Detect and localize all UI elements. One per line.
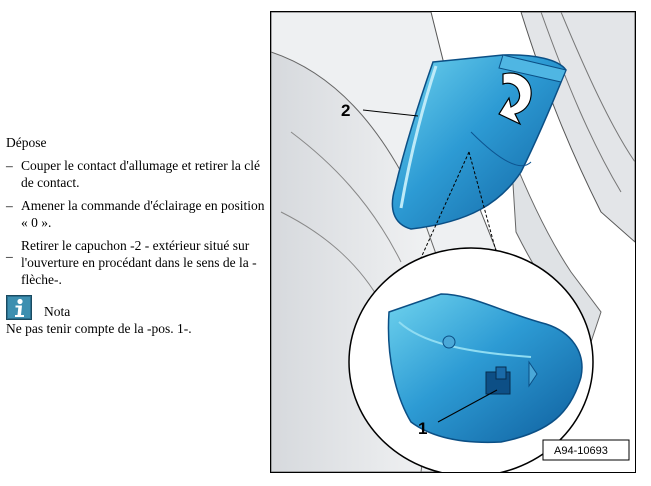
step-text: Amener la commande d'éclairage en positi… <box>21 198 265 230</box>
step-text: Couper le contact d'allumage et retirer … <box>21 158 260 190</box>
step-item: – Amener la commande d'éclairage en posi… <box>6 197 268 231</box>
callout-1: 1 <box>418 389 498 438</box>
reference-box: A94-10693 <box>542 439 630 461</box>
step-item: – Couper le contact d'allumage et retire… <box>6 157 268 191</box>
callout-1-label: 1 <box>418 419 427 438</box>
reference-code: A94-10693 <box>554 445 608 457</box>
callout-2: 2 <box>341 101 419 120</box>
technical-figure: 2 1 A94-10693 <box>270 11 636 473</box>
step-text: Retirer le capuchon -2 - extérieur situé… <box>21 238 257 287</box>
step-dash: _ <box>6 244 13 259</box>
info-icon <box>6 295 32 320</box>
note-label: Nota <box>44 304 71 319</box>
detail-zoom <box>348 247 594 472</box>
step-item: _ Retirer le capuchon -2 - extérieur sit… <box>6 237 268 288</box>
figure-illustration: 2 1 A94-10693 <box>271 12 635 472</box>
arrow-icon <box>498 72 532 126</box>
section-heading: Dépose <box>6 135 47 150</box>
step-dash: – <box>6 158 13 173</box>
instruction-text: Dépose – Couper le contact d'allumage et… <box>6 134 268 337</box>
step-dash: – <box>6 198 13 213</box>
callout-2-label: 2 <box>341 101 350 120</box>
note-header: Nota <box>6 294 268 320</box>
note-text: Ne pas tenir compte de la -pos. 1-. <box>6 321 192 336</box>
